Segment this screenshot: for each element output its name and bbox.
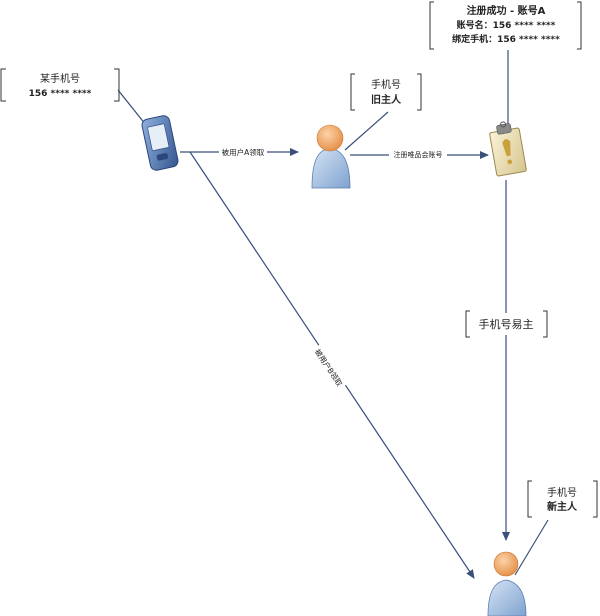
- bracket-right: [593, 480, 598, 518]
- edge-label-taken-by-a: 被用户A领取: [222, 147, 265, 157]
- owner-change-label: 手机号易主: [479, 317, 534, 331]
- bracket-left: [465, 310, 470, 338]
- bracket-right: [543, 310, 548, 338]
- bracket-left: [0, 68, 6, 102]
- leader-old-owner: [344, 111, 389, 151]
- callout-old-owner: 手机号 旧主人: [350, 73, 422, 111]
- bracket-left: [429, 1, 434, 50]
- registration-bound-phone: 绑定手机：156 **** ****: [452, 33, 560, 45]
- edge-label-bg-a: [219, 146, 267, 158]
- new-owner-title: 手机号: [547, 486, 577, 499]
- bracket-right: [114, 68, 120, 102]
- owner-change-bg: [470, 313, 542, 335]
- edge-label-taken-by-b: 被用户B领取: [313, 347, 345, 388]
- callout-new-owner: 手机号 新主人: [527, 480, 598, 518]
- registration-title: 注册成功 - 账号A: [467, 4, 546, 17]
- bracket-left: [527, 480, 532, 518]
- clipboard-icon: [489, 121, 527, 177]
- bracket-left: [350, 73, 355, 111]
- callout-owner-change: 手机号易主: [465, 310, 548, 338]
- edge-label-register-member: 注册唯品会账号: [394, 150, 443, 159]
- callout-phone-number: 某手机号 156 **** ****: [0, 68, 120, 102]
- phone-number-title: 某手机号: [40, 72, 80, 85]
- mobile-phone-icon: [141, 115, 179, 171]
- person-icon: [487, 551, 527, 616]
- bracket-right: [577, 1, 582, 50]
- registration-account-name: 账号名：156 **** ****: [457, 19, 556, 31]
- edge-label-bg-b: [310, 344, 348, 391]
- edge-label-bg-register: [389, 149, 447, 160]
- callout-registration: 注册成功 - 账号A 账号名：156 **** **** 绑定手机：156 **…: [429, 1, 582, 50]
- edge-label-taken-by-b-group: 被用户B领取: [310, 344, 348, 391]
- bracket-right: [417, 73, 422, 111]
- leader-new-owner: [514, 519, 549, 576]
- old-owner-title: 手机号: [371, 78, 401, 91]
- phone-number-value: 156 **** ****: [29, 89, 92, 99]
- new-owner-label: 新主人: [547, 500, 578, 513]
- person-icon: [311, 124, 351, 189]
- old-owner-label: 旧主人: [371, 93, 402, 106]
